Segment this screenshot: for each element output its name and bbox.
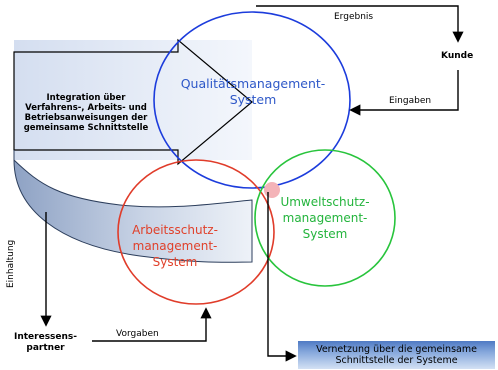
- integration-line: Integration über: [46, 93, 126, 103]
- integration-arrow: [13, 38, 253, 166]
- integration-label: Integration über Verfahrens-, Arbeits- u…: [16, 93, 156, 133]
- vernetzung-line: Vernetzung über die gemeinsame: [316, 344, 477, 355]
- integration-line: Betriebsanweisungen der: [24, 113, 148, 123]
- ums-title-line: Umweltschutz-: [280, 195, 370, 209]
- ergebnis-label: Ergebnis: [334, 12, 374, 22]
- vorgaben-arrow: [92, 307, 212, 342]
- ass-circle: [117, 159, 275, 305]
- interessenspartner-label: Interessens- partner: [14, 332, 77, 354]
- vernetzung-box: Vernetzung über die gemeinsame Schnittst…: [298, 341, 495, 369]
- ergebnis-arrow: [256, 5, 464, 43]
- vernetzung-line: Schnittstelle der Systeme: [335, 355, 458, 366]
- einhaltung-label: Einhaltung: [6, 239, 16, 288]
- ass-title: Arbeitsschutz- management- System: [120, 222, 230, 270]
- kunde-label: Kunde: [441, 51, 474, 61]
- vorgaben-label: Vorgaben: [116, 329, 159, 339]
- integration-panel: [14, 40, 252, 160]
- curved-band: [13, 158, 253, 263]
- interessenspartner-line: partner: [26, 343, 65, 353]
- ass-title-line: System: [152, 255, 198, 269]
- eingaben-label: Eingaben: [389, 96, 432, 106]
- integration-line: gemeinsame Schnittstelle: [23, 123, 149, 133]
- qms-title: Qualitätsmanagement- System: [158, 76, 348, 108]
- ums-circle: [254, 149, 396, 287]
- vernetzung-arrow: [267, 192, 297, 362]
- qms-circle: [153, 11, 351, 189]
- qms-title-line: Qualitätsmanagement-: [180, 76, 326, 91]
- integration-line: Verfahrens-, Arbeits- und: [25, 103, 147, 113]
- eingaben-arrow: [349, 70, 459, 116]
- ass-title-line: Arbeitsschutz-: [132, 223, 218, 237]
- ums-title-line: management-: [282, 211, 368, 225]
- ass-title-line: management-: [132, 239, 218, 253]
- qms-title-line: System: [229, 92, 277, 107]
- ums-title: Umweltschutz- management- System: [260, 194, 390, 242]
- interessenspartner-line: Interessens-: [14, 332, 78, 342]
- ums-title-line: System: [302, 227, 348, 241]
